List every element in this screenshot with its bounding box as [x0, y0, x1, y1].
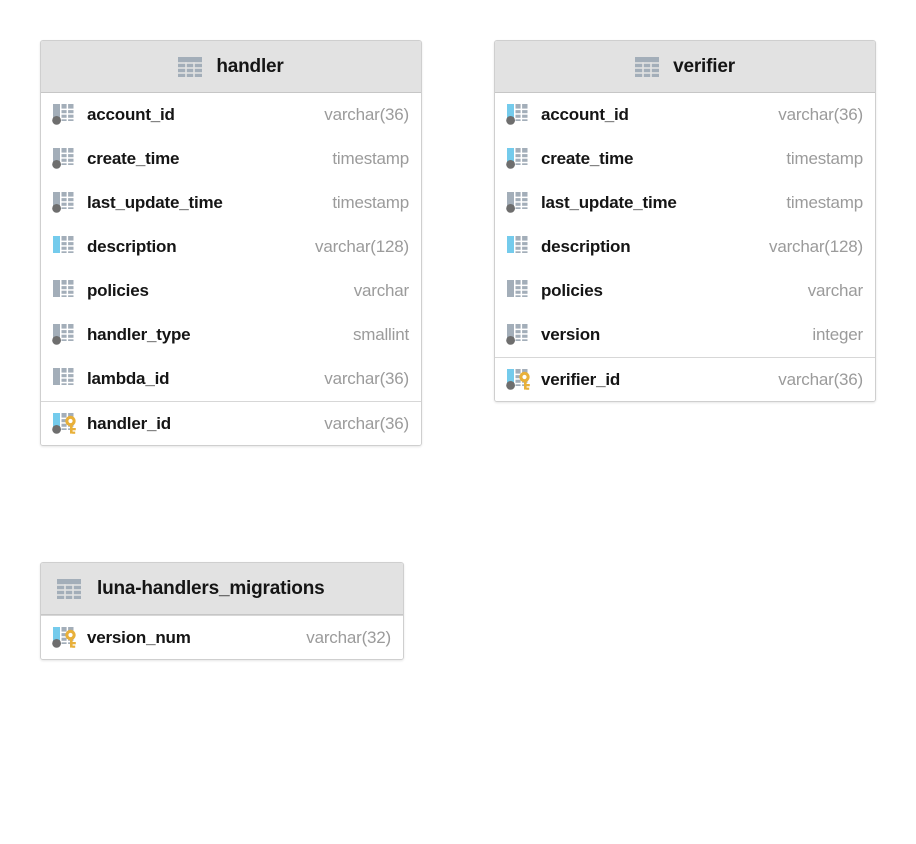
table-header-handler[interactable]: handler	[41, 41, 421, 93]
column-list: account_id varchar(36) create_time timestam…	[495, 93, 875, 401]
column-name: policies	[541, 281, 603, 300]
column-name: policies	[87, 281, 149, 300]
column-name: version	[541, 325, 601, 344]
table-row[interactable]: handler_type smallint	[41, 313, 421, 357]
table-row[interactable]: create_time timestamp	[495, 137, 875, 181]
table-row[interactable]: create_time timestamp	[41, 137, 421, 181]
column-type: timestamp	[786, 149, 863, 168]
column-type: varchar(36)	[778, 105, 863, 124]
table-row[interactable]: description varchar(128)	[495, 225, 875, 269]
column-icon	[52, 104, 74, 125]
column-type: varchar	[807, 281, 863, 300]
column-icon	[52, 148, 74, 169]
table-grid-icon	[57, 578, 81, 599]
table-title: verifier	[673, 55, 735, 77]
column-type: varchar(36)	[778, 369, 863, 389]
column-icon	[506, 104, 528, 125]
column-type: varchar(36)	[324, 369, 409, 388]
primary-key-icon	[506, 368, 530, 390]
table-row[interactable]: account_id varchar(36)	[41, 93, 421, 137]
column-icon	[53, 236, 74, 253]
table-title: handler	[216, 55, 284, 77]
table-card-luna-handlers_migrations[interactable]: luna-handlers_migrations version_num varch…	[40, 562, 404, 660]
table-grid-icon	[178, 56, 203, 77]
table-header-verifier[interactable]: verifier	[495, 41, 875, 93]
table-title: luna-handlers_migrations	[97, 577, 325, 599]
column-icon	[506, 324, 528, 345]
table-row[interactable]: handler_id varchar(36)	[41, 401, 421, 445]
column-type: varchar(32)	[306, 627, 391, 647]
column-type: varchar(128)	[769, 237, 863, 256]
column-name: version_num	[87, 627, 191, 647]
primary-key-icon	[52, 626, 76, 648]
table-row[interactable]: lambda_id varchar(36)	[41, 357, 421, 401]
column-type: timestamp	[332, 193, 409, 212]
column-type: varchar(36)	[324, 413, 409, 433]
column-type: varchar(36)	[324, 105, 409, 124]
column-name: account_id	[541, 105, 629, 124]
column-type: varchar(128)	[315, 237, 409, 256]
column-name: handler_id	[87, 413, 171, 433]
column-type: timestamp	[786, 193, 863, 212]
table-row[interactable]: verifier_id varchar(36)	[495, 357, 875, 401]
column-name: create_time	[541, 149, 634, 168]
table-row[interactable]: last_update_time timestamp	[41, 181, 421, 225]
column-name: handler_type	[87, 325, 191, 344]
column-icon	[507, 236, 528, 253]
table-row[interactable]: last_update_time timestamp	[495, 181, 875, 225]
table-row[interactable]: version integer	[495, 313, 875, 357]
column-icon	[53, 280, 74, 297]
table-header-luna-handlers_migrations[interactable]: luna-handlers_migrations	[41, 563, 403, 615]
column-icon	[52, 192, 74, 213]
table-card-verifier[interactable]: verifier account_id varchar(36) create_time…	[494, 40, 876, 402]
column-icon	[52, 324, 74, 345]
column-name: account_id	[87, 105, 175, 124]
column-type: smallint	[352, 325, 409, 344]
column-icon	[506, 192, 528, 213]
table-row[interactable]: policies varchar	[41, 269, 421, 313]
table-row[interactable]: policies varchar	[495, 269, 875, 313]
column-name: description	[541, 237, 631, 256]
column-name: description	[87, 237, 177, 256]
table-row[interactable]: version_num varchar(32)	[41, 615, 403, 659]
column-type: timestamp	[332, 149, 409, 168]
column-type: varchar	[353, 281, 409, 300]
column-list: account_id varchar(36) create_time timestam…	[41, 93, 421, 445]
primary-key-icon	[52, 412, 76, 434]
table-row[interactable]: account_id varchar(36)	[495, 93, 875, 137]
column-icon	[506, 148, 528, 169]
column-name: last_update_time	[541, 193, 677, 212]
column-icon	[507, 280, 528, 297]
column-list: version_num varchar(32)	[41, 615, 403, 659]
column-name: lambda_id	[87, 369, 170, 388]
table-row[interactable]: description varchar(128)	[41, 225, 421, 269]
table-grid-icon	[635, 56, 660, 77]
column-icon	[53, 368, 74, 385]
column-name: create_time	[87, 149, 180, 168]
column-name: verifier_id	[541, 369, 621, 389]
column-name: last_update_time	[87, 193, 223, 212]
column-type: integer	[812, 325, 863, 344]
